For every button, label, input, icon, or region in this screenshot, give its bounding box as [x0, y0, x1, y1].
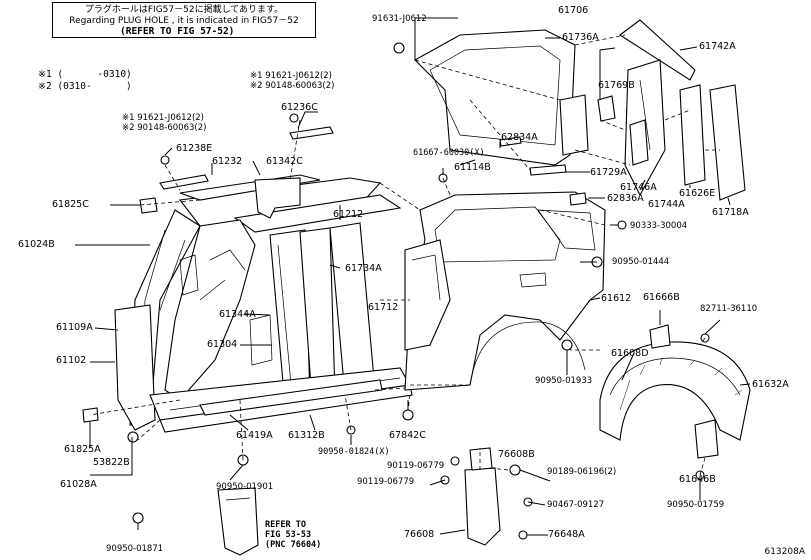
part-label-91631-j0612[interactable]: 91631-J0612 [372, 14, 427, 24]
part-label-61626e[interactable]: 61626E [679, 188, 716, 199]
part-label-61028a[interactable]: 61028A [60, 479, 97, 490]
part-label-61342c[interactable]: 61342C [266, 156, 303, 167]
part-label-76648a[interactable]: 76648A [548, 529, 585, 540]
part-label-61024b[interactable]: 61024B [18, 239, 55, 250]
quarter-panel-outer [404, 191, 606, 391]
part-label-61666b[interactable]: 61666B [643, 292, 680, 303]
part-label-61232[interactable]: 61232 [212, 156, 243, 167]
part-label-53822b[interactable]: 53822B [93, 457, 130, 468]
part-label-61734a[interactable]: 61734A [345, 263, 382, 274]
plug-hole-note-box: プラグホールはFIG57－52に掲載してあります。 Regarding PLUG… [52, 2, 316, 38]
part-label-76608[interactable]: 76608 [404, 529, 435, 540]
note-line-english: Regarding PLUG HOLE , it is indicated in… [69, 16, 299, 26]
catalog-number: 613208A [764, 547, 805, 557]
assembly-dashed-lines [89, 34, 720, 476]
part-label-62836a[interactable]: 62836A [607, 193, 644, 204]
part-label-76608b[interactable]: 76608B [498, 449, 535, 460]
part-label-61102[interactable]: 61102 [56, 355, 87, 366]
part-label-61736a[interactable]: 61736A [562, 32, 599, 43]
part-label-61632a[interactable]: 61632A [752, 379, 789, 390]
legend-star1: ※1 ( -0310) [38, 69, 132, 80]
refer-figure-note: (REFER TO FIG 57-52) [118, 26, 237, 37]
part-label-61706[interactable]: 61706 [558, 5, 589, 16]
part-label-61742a[interactable]: 61742A [699, 41, 736, 52]
part-label-90189-06196[interactable]: 90189-06196(2) [547, 467, 617, 477]
part-label-61612[interactable]: 61612 [601, 293, 632, 304]
part-label-61312b[interactable]: 61312B [288, 430, 325, 441]
part-label-91621-a[interactable]: ※1 91621-J0612(2) [250, 71, 332, 81]
part-label-61825c[interactable]: 61825C [52, 199, 89, 210]
part-label-90950-01871[interactable]: 90950-01871 [106, 544, 164, 554]
part-label-90333-30004[interactable]: 90333-30004 [630, 221, 688, 231]
part-label-61729a[interactable]: 61729A [590, 167, 627, 178]
part-label-90950-01824[interactable]: 90950-01824(X) [318, 447, 390, 457]
part-label-62834a[interactable]: 62834A [501, 132, 538, 143]
part-label-90467-09127[interactable]: 90467-09127 [547, 500, 605, 510]
part-label-90950-01933[interactable]: 90950-01933 [535, 376, 593, 386]
part-label-90950-01901[interactable]: 90950-01901 [216, 482, 274, 492]
part-label-61238e[interactable]: 61238E [176, 143, 213, 154]
body-side-inner-assembly [82, 113, 413, 433]
part-label-61236c[interactable]: 61236C [281, 102, 318, 113]
part-label-90148-b[interactable]: ※2 90148-60063(2) [122, 123, 207, 133]
part-label-82711-36110[interactable]: 82711-36110 [700, 304, 758, 314]
upper-pillar-assembly [393, 19, 746, 351]
part-label-61769b[interactable]: 61769B [598, 80, 635, 91]
part-label-90148-a[interactable]: ※2 90148-60063(2) [250, 81, 335, 91]
part-label-61344a[interactable]: 61344A [219, 309, 256, 320]
part-label-91621-b[interactable]: ※1 91621-J0612(2) [122, 113, 204, 123]
part-label-61746a[interactable]: 61746A [620, 182, 657, 193]
part-label-61646b[interactable]: 61646B [679, 474, 716, 485]
refer-fig-53-53-note: REFER TO FIG 53-53 (PNC 76604) [265, 520, 322, 550]
part-label-61744a[interactable]: 61744A [648, 199, 685, 210]
part-label-61718a[interactable]: 61718A [712, 207, 749, 218]
part-label-90119-06779-b[interactable]: 90119-06779 [357, 477, 415, 487]
part-label-90119-06779-a[interactable]: 90119-06779 [387, 461, 445, 471]
part-label-61212[interactable]: 61212 [333, 209, 364, 220]
part-label-61712[interactable]: 61712 [368, 302, 399, 313]
mudflap-assembly [127, 409, 533, 556]
part-label-61109a[interactable]: 61109A [56, 322, 93, 333]
part-label-67842c[interactable]: 67842C [389, 430, 426, 441]
part-label-61304[interactable]: 61304 [207, 339, 238, 350]
part-label-90950-01759[interactable]: 90950-01759 [667, 500, 725, 510]
part-label-61114b[interactable]: 61114B [454, 162, 491, 173]
legend-star2: ※2 (0310- ) [38, 81, 132, 92]
part-label-61419a[interactable]: 61419A [236, 430, 273, 441]
part-label-90950-01444[interactable]: 90950-01444 [612, 257, 670, 267]
part-label-61825a[interactable]: 61825A [64, 444, 101, 455]
leader-lines [75, 17, 751, 536]
part-label-61667-60030[interactable]: 61667-60030(X) [413, 148, 485, 158]
part-label-61608d[interactable]: 61608D [611, 348, 649, 359]
note-line-japanese: プラグホールはFIG57－52に掲載してあります。 [84, 5, 284, 15]
